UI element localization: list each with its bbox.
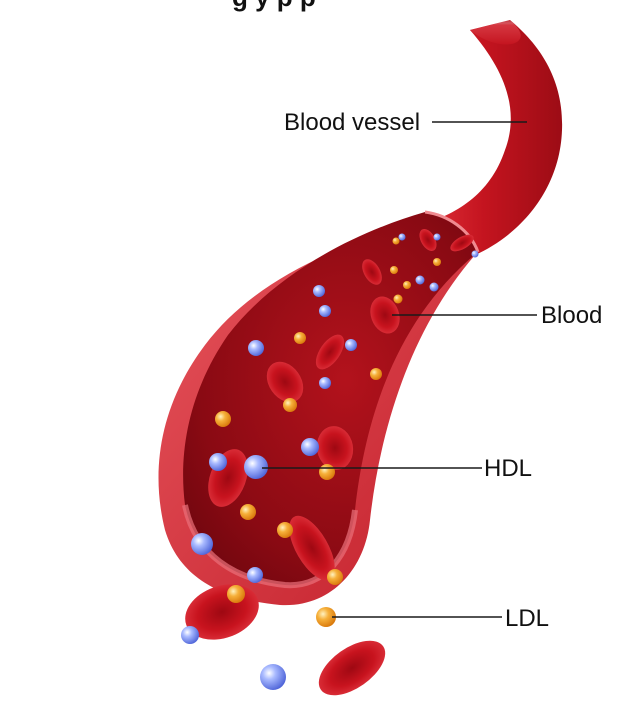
hdl-particle-icon (248, 340, 264, 356)
ldl-particle-icon (240, 504, 256, 520)
ldl-particle-icon (283, 398, 297, 412)
label-blood-vessel: Blood vessel (284, 109, 420, 136)
red-blood-cell-icon (316, 426, 354, 470)
red-blood-cell-icon (315, 334, 345, 370)
hdl-particle-icon (301, 438, 319, 456)
hdl-particle-icon (415, 275, 425, 285)
hdl-particle-icon (313, 285, 325, 297)
vessel-tube (420, 20, 563, 255)
ldl-particle-icon (316, 607, 336, 627)
ldl-particle-icon (294, 332, 306, 344)
red-blood-cell-icon (318, 640, 386, 696)
ldl-particle-icon (277, 522, 293, 538)
hdl-particle-icon (260, 664, 286, 690)
ldl-particles (215, 237, 441, 627)
red-blood-cell-icon (450, 234, 474, 252)
ldl-particle-icon (327, 569, 343, 585)
ldl-particle-icon (215, 411, 231, 427)
vessel-lumen (183, 212, 478, 586)
ldl-particle-icon (370, 368, 382, 380)
vessel-tube-fade (470, 20, 521, 45)
hdl-particle-icon (398, 233, 406, 241)
hdl-particle-icon (181, 626, 199, 644)
ldl-particle-icon (392, 237, 400, 245)
hdl-particle-icon (191, 533, 213, 555)
red-blood-cell-icon (362, 259, 382, 285)
ldl-particle-icon (227, 585, 245, 603)
label-ldl: LDL (505, 605, 549, 632)
hdl-particle-icon (429, 282, 439, 292)
hdl-particle-icon (319, 377, 331, 389)
hdl-particle-icon (209, 453, 227, 471)
title-fragment: g y p p (232, 0, 316, 12)
red-blood-cell-icon (419, 229, 437, 251)
ldl-particle-icon (393, 294, 403, 304)
hdl-particle-icon (247, 567, 263, 583)
red-blood-cell-icon (289, 515, 335, 581)
vessel-rim (424, 210, 480, 253)
ldl-particle-icon (433, 258, 441, 266)
hdl-particle-icon (319, 305, 331, 317)
red-blood-cells (185, 229, 474, 696)
hdl-particles (181, 233, 479, 690)
ldl-particle-icon (319, 464, 335, 480)
hdl-particle-icon (345, 339, 357, 351)
red-blood-cell-icon (370, 296, 400, 334)
label-blood: Blood (541, 302, 602, 329)
ldl-particle-icon (403, 281, 411, 289)
label-hdl: HDL (484, 455, 532, 482)
red-blood-cell-icon (266, 361, 304, 403)
hdl-particle-icon (433, 233, 441, 241)
ldl-particle-icon (390, 266, 398, 274)
hdl-particle-icon (471, 250, 479, 258)
hdl-particle-icon (244, 455, 268, 479)
